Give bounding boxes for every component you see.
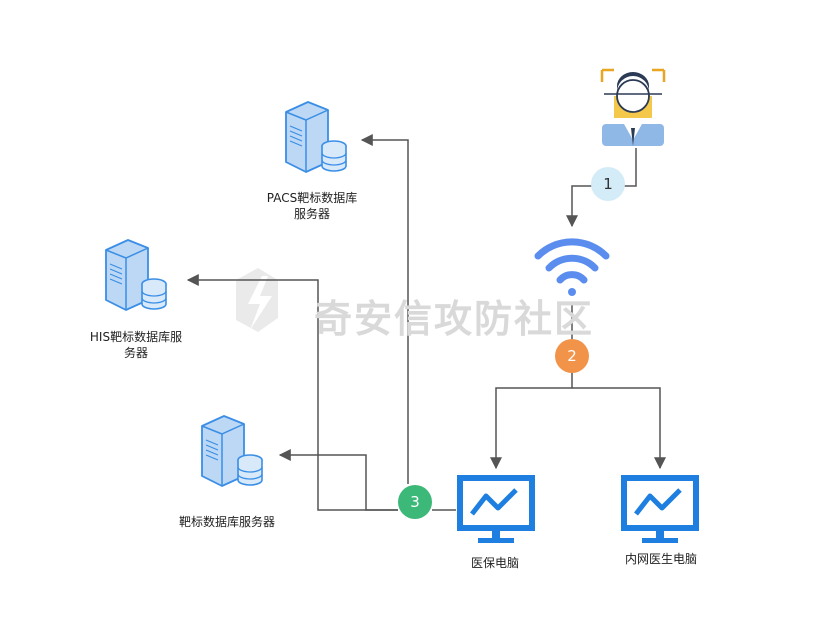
edge-split — [490, 372, 573, 470]
pacs-server-label: PACS靶标数据库 服务器 — [266, 191, 358, 221]
connectors — [186, 134, 666, 511]
edge-split-doctor — [572, 387, 666, 470]
his-server-label: HIS靶标数据库服 务器 — [89, 330, 183, 360]
target-server-icon — [201, 415, 263, 487]
target-server-label: 靶标数据库服务器 — [178, 515, 275, 529]
doctor-pc-icon — [624, 478, 696, 543]
step-badge-2: 2 — [555, 339, 589, 373]
step-badge-1: 1 — [591, 167, 625, 201]
pacs-server-icon — [285, 101, 347, 173]
doctor-pc-label: 内网医生电脑 — [624, 552, 697, 566]
his-server-icon — [105, 239, 167, 311]
medical-pc-icon — [460, 478, 532, 543]
edge-to-target — [278, 449, 398, 511]
step-badge-3: 3 — [398, 485, 432, 519]
person-face-scan-icon — [600, 68, 666, 146]
edge-to-his — [186, 274, 398, 511]
watermark-text: 奇安信攻防社区 — [314, 297, 595, 341]
wifi-icon — [534, 238, 610, 296]
edge-to-pacs — [360, 134, 409, 484]
medical-pc-label: 医保电脑 — [470, 556, 519, 570]
watermark-logo — [236, 268, 278, 332]
